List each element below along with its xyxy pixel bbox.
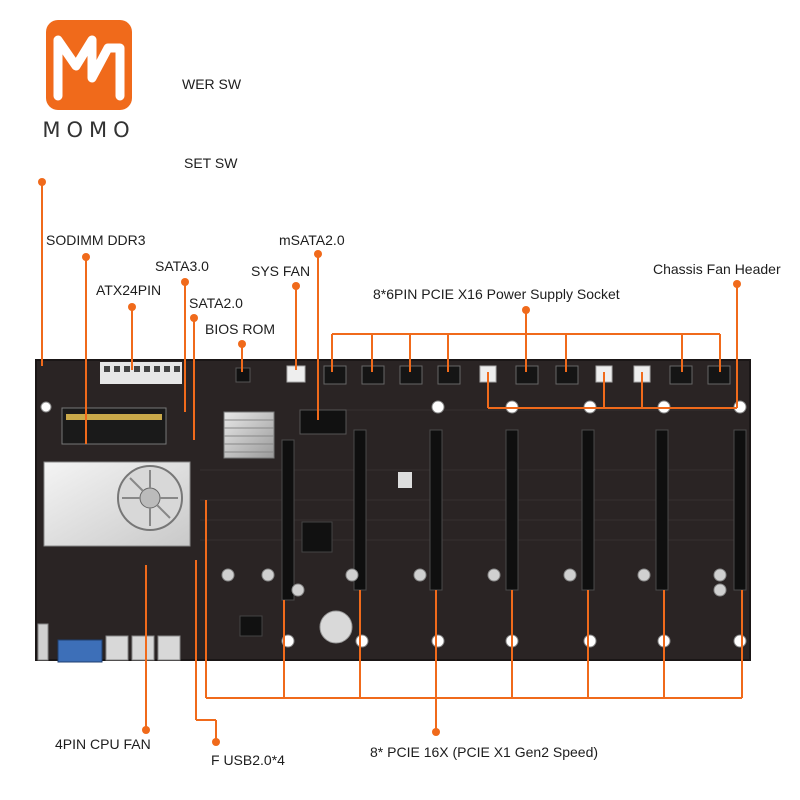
label-pcie-power: 8*6PIN PCIE X16 Power Supply Socket bbox=[373, 286, 620, 302]
label-sodimm: SODIMM DDR3 bbox=[46, 232, 146, 248]
vga-port bbox=[57, 639, 103, 663]
label-chassis-fan: Chassis Fan Header bbox=[653, 261, 781, 277]
label-bios-rom: BIOS ROM bbox=[205, 321, 276, 337]
pcie-power-sockets bbox=[323, 365, 731, 385]
sodimm-slot bbox=[61, 407, 167, 445]
msata-slot bbox=[299, 409, 347, 435]
label-f-usb: F USB2.0*4 bbox=[211, 752, 285, 768]
label-sata3: SATA3.0 bbox=[155, 258, 209, 274]
pcie-slots bbox=[281, 429, 747, 601]
usb-ports bbox=[105, 635, 129, 661]
callout-dots bbox=[38, 178, 741, 746]
label-reset-sw: SET SW bbox=[184, 155, 238, 171]
label-power-sw: WER SW bbox=[182, 76, 242, 92]
label-cpu-fan: 4PIN CPU FAN bbox=[55, 736, 151, 752]
label-sata2: SATA2.0 bbox=[189, 295, 243, 311]
label-pcie-slots: 8* PCIE 16X (PCIE X1 Gen2 Speed) bbox=[370, 744, 599, 760]
callout-lines bbox=[41, 182, 743, 740]
label-sys-fan: SYS FAN bbox=[251, 263, 311, 279]
label-msata: mSATA2.0 bbox=[279, 232, 345, 248]
brand-name: MOMO bbox=[42, 118, 136, 142]
momo-logo-icon bbox=[46, 20, 132, 110]
atx24-connector bbox=[100, 362, 182, 384]
cmos-battery bbox=[319, 610, 353, 644]
brand-logo: MOMO bbox=[0, 0, 178, 176]
chipset-heatsink bbox=[223, 411, 275, 459]
label-atx24pin: ATX24PIN bbox=[96, 282, 162, 298]
